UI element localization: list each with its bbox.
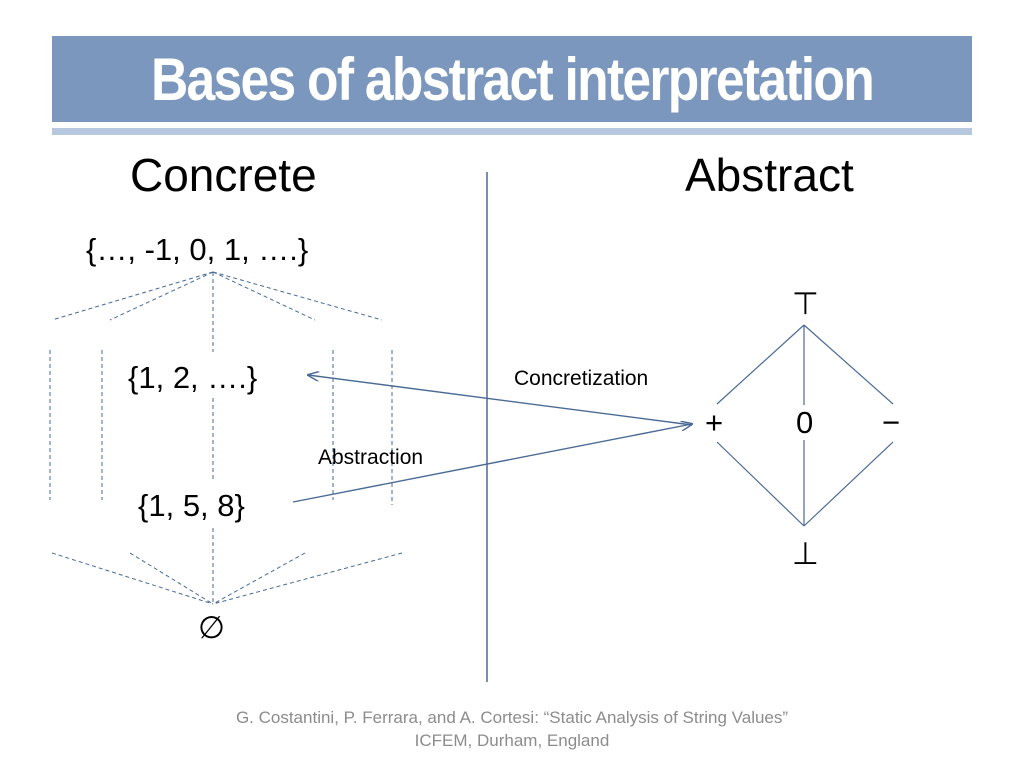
top-element: ⊤ <box>792 286 820 321</box>
zero-element: 0 <box>796 405 814 440</box>
title-bar <box>52 36 972 122</box>
citation-line-1: G. Costantini, P. Ferrara, and A. Cortes… <box>235 708 789 727</box>
minus-element: − <box>882 405 901 440</box>
concretization-arrow <box>308 375 693 426</box>
concrete-top-fan <box>51 271 383 352</box>
concretization-label: Concretization <box>514 367 649 390</box>
concrete-bottom-fan <box>51 528 403 605</box>
citation-line-2: ICFEM, Durham, England <box>414 731 610 750</box>
bottom-element: ⊥ <box>792 536 820 571</box>
concrete-top-set: {…, -1, 0, 1, ….} <box>86 232 309 267</box>
abstract-lattice-edges <box>716 324 894 527</box>
concrete-heading: Concrete <box>130 149 317 201</box>
concrete-middle-chains <box>49 350 393 505</box>
abstraction-label: Abstraction <box>318 446 424 469</box>
title-underline <box>52 128 972 135</box>
empty-set-symbol: ∅ <box>198 610 226 645</box>
concrete-mid-set: {1, 2, ….} <box>128 360 258 395</box>
abstract-heading: Abstract <box>685 149 854 201</box>
concrete-low-set: {1, 5, 8} <box>138 488 245 523</box>
slide-title: Bases of abstract interpretation <box>150 45 875 113</box>
abstraction-arrow <box>292 424 692 503</box>
plus-element: + <box>705 405 724 440</box>
